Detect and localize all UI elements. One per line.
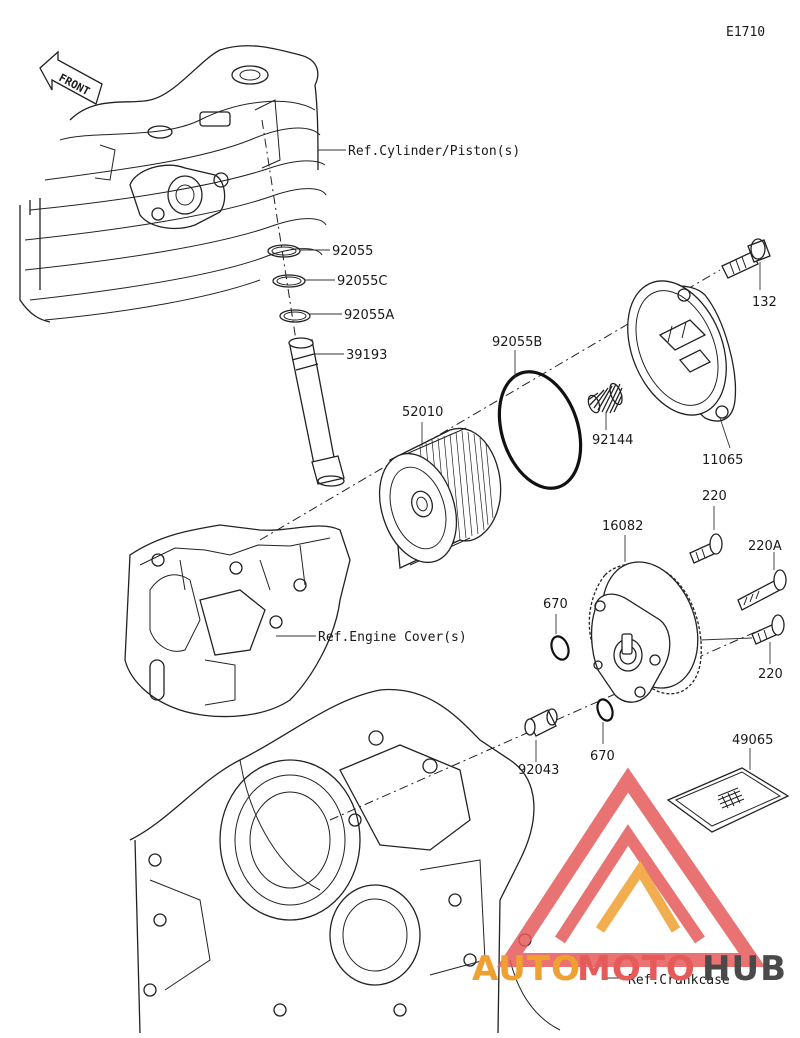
- label-39193: 39193: [346, 348, 387, 363]
- label-92055c: 92055C: [337, 274, 387, 289]
- label-670-bottom: 670: [590, 749, 615, 764]
- label-92055: 92055: [332, 244, 373, 259]
- label-52010: 52010: [402, 405, 443, 420]
- label-49065: 49065: [732, 733, 773, 748]
- o-ring-670-lower: [596, 698, 614, 722]
- o-ring-92055b: [497, 370, 583, 490]
- oil-pump-16082: [588, 561, 702, 703]
- label-220-bottom: 220: [758, 667, 783, 682]
- label-220a: 220A: [748, 539, 782, 554]
- watermark-logo: [497, 767, 766, 967]
- ref-engine-cover-label: Ref.Engine Cover(s): [318, 630, 467, 645]
- o-ring-92055c: [272, 274, 306, 288]
- label-220-top: 220: [702, 489, 727, 504]
- oil-pipe-39193: [288, 337, 345, 487]
- label-92043: 92043: [518, 763, 559, 778]
- centerline-oil-pipe: [261, 119, 317, 471]
- oil-filter-52010: [378, 427, 502, 569]
- filter-cover-11065: [627, 280, 737, 422]
- label-92055b: 92055B: [492, 335, 542, 350]
- o-ring-92055a: [279, 309, 311, 323]
- engine-cover-illustration: [124, 524, 351, 718]
- watermark-text-moto: MOTO: [577, 949, 696, 989]
- o-ring-670-upper: [550, 635, 570, 661]
- dowel-pin-92043: [524, 708, 558, 737]
- label-670-top: 670: [543, 597, 568, 612]
- ref-crankcase-label: Ref.Crankcase: [628, 973, 730, 988]
- gasket-49065: [666, 767, 790, 833]
- o-ring-92055: [267, 244, 301, 258]
- bolt-132: [721, 238, 771, 279]
- bolt-220-lower: [699, 614, 785, 645]
- bolt-220-upper: [689, 533, 723, 564]
- label-92055a: 92055A: [344, 308, 394, 323]
- front-arrow-icon: FRONT: [39, 50, 103, 105]
- label-132: 132: [752, 295, 777, 310]
- label-16082: 16082: [602, 519, 643, 534]
- watermark-text-hub: HUB: [702, 949, 787, 989]
- crankcase-illustration: [129, 688, 561, 1034]
- bolt-220a: [737, 569, 787, 611]
- ref-cylinder-label: Ref.Cylinder/Piston(s): [348, 144, 520, 159]
- label-92144: 92144: [592, 433, 633, 448]
- cylinder-illustration: [19, 45, 327, 323]
- watermark-text-auto: AUTO: [472, 949, 581, 989]
- spring-92144: [587, 382, 623, 414]
- diagram-code: E1710: [726, 25, 765, 40]
- label-11065: 11065: [702, 453, 743, 468]
